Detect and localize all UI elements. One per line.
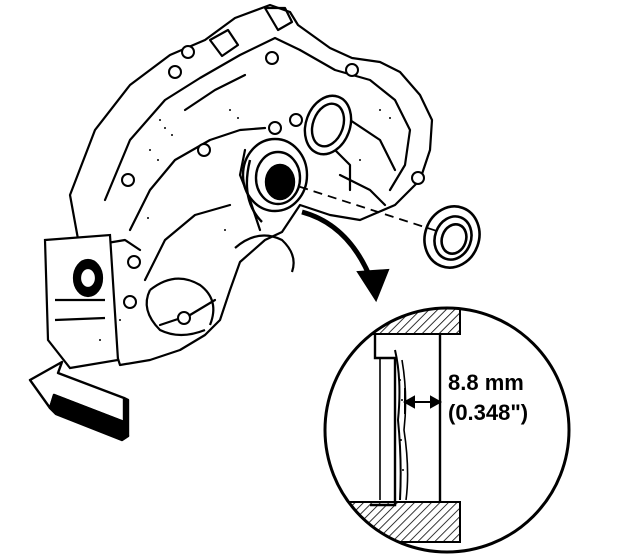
bolt-hole (345, 63, 359, 77)
bolt-hole (411, 171, 425, 185)
bolt-hole (289, 113, 303, 127)
bolt-hole (197, 143, 211, 157)
dimension-marker (402, 388, 443, 414)
oil-pump-boss (43, 233, 120, 370)
bolt-hole (268, 121, 282, 135)
bolt-hole (181, 45, 195, 59)
shading-stipple (99, 109, 391, 341)
installation-axis-line (284, 181, 441, 233)
bolt-hole (177, 311, 191, 325)
bolt-hole (265, 51, 279, 65)
bolt-hole (168, 65, 182, 79)
bolt-hole (127, 255, 141, 269)
lower-housing (145, 234, 295, 337)
bolt-hole (123, 295, 137, 309)
detail-magnifier: 8.8 mm (0.348") (323, 306, 571, 554)
dimension-imperial-label: (0.348") (448, 400, 528, 425)
bolt-holes (121, 45, 425, 325)
bolt-hole (121, 173, 135, 187)
seal-bore (241, 137, 309, 223)
cover-opening (303, 94, 353, 156)
front-direction-arrow (28, 360, 130, 442)
crankshaft-seal (423, 205, 481, 269)
dimension-metric-label: 8.8 mm (448, 370, 524, 395)
callout-arrow (301, 209, 390, 303)
